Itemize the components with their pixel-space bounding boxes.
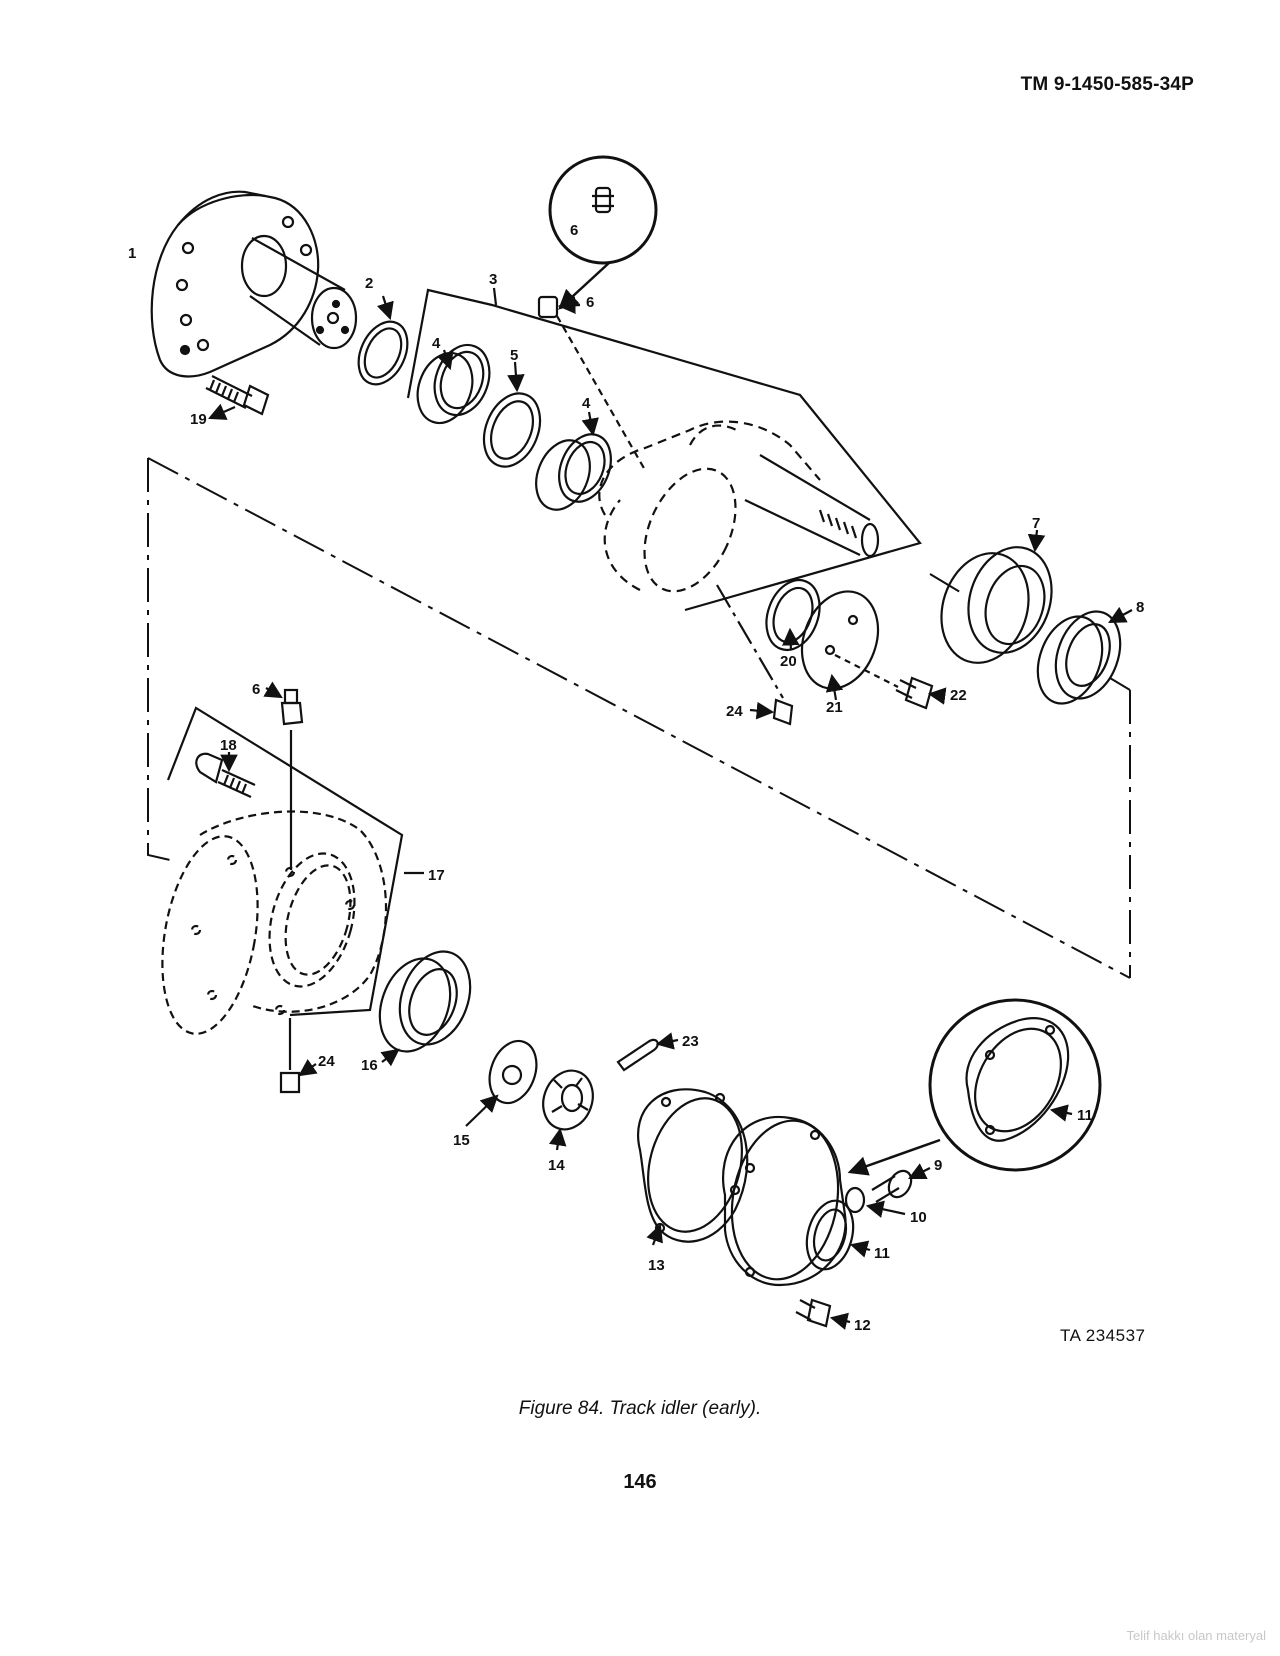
callout-2: 2 (365, 275, 373, 292)
gasket-13 (637, 1088, 749, 1246)
callout-6-upper: 6 (586, 294, 594, 311)
callout-8: 8 (1136, 599, 1144, 616)
callout-16: 16 (361, 1057, 378, 1074)
bushing-4-lower (535, 411, 612, 511)
cotter-pin-23 (616, 1032, 679, 1072)
callout-20: 20 (780, 653, 797, 670)
spindle-shaft (744, 454, 880, 558)
washer-10 (844, 1186, 906, 1218)
callout-3: 3 (489, 271, 497, 288)
grease-fitting-24-upper (716, 584, 794, 726)
hub-cap-11 (722, 1115, 941, 1287)
bolt-18 (195, 752, 256, 799)
washer-15 (465, 1039, 538, 1127)
callout-22: 22 (950, 687, 967, 704)
callout-24-upper: 24 (726, 703, 743, 720)
callout-17: 17 (428, 867, 445, 884)
figure-ta-code: TA 234537 (1060, 1326, 1146, 1345)
hub-cap-11-detail (965, 1017, 1073, 1142)
copyright-watermark: Telif hakkı olan materyal (1126, 1628, 1266, 1643)
bracket-item-17 (166, 706, 404, 1017)
callout-6-lower: 6 (252, 681, 260, 698)
bolt-22 (834, 654, 947, 710)
callout-9: 9 (934, 1157, 942, 1174)
grease-fitting-6-lower (263, 681, 304, 870)
idler-arm-housing (598, 420, 821, 593)
document-number: TM 9-1450-585-34P (1020, 74, 1194, 95)
grease-fitting-6-detail (592, 186, 614, 214)
callout-23: 23 (682, 1033, 699, 1050)
callout-5: 5 (510, 347, 518, 364)
bushing-4-upper (416, 343, 491, 425)
bearing-16 (378, 950, 472, 1067)
seal-ring-2 (357, 320, 409, 386)
callout-11: 11 (874, 1245, 890, 1262)
callout-10: 10 (910, 1209, 927, 1226)
callout-labels: 1 2 3 4 5 4 6 6 7 8 20 21 22 24 6 18 17 … (128, 222, 1144, 1334)
thrust-washer-5 (482, 361, 542, 468)
callout-12: 12 (854, 1317, 871, 1334)
callout-1: 1 (128, 245, 136, 262)
page-number: 146 (623, 1471, 657, 1493)
grease-fitting-24-lower (279, 1018, 318, 1094)
cover-plate-21 (800, 590, 880, 701)
callout-15: 15 (453, 1132, 470, 1149)
callout-7: 7 (1032, 515, 1040, 532)
detail-circle-bottom (928, 998, 1102, 1172)
bolt-12 (795, 1298, 851, 1330)
bracket-item-3 (406, 288, 922, 612)
callout-13: 13 (648, 1257, 665, 1274)
detail-circle-top (548, 155, 658, 265)
callout-18: 18 (220, 737, 237, 754)
callout-11-detail: 11 (1077, 1107, 1093, 1124)
bearing-8 (1036, 606, 1133, 705)
callout-4-upper: 4 (432, 335, 441, 352)
callout-14: 14 (548, 1157, 565, 1174)
seal-7 (940, 529, 1053, 664)
callout-4-lower: 4 (582, 395, 591, 412)
hub-housing (161, 810, 388, 1035)
grease-fitting-6-upper (537, 295, 646, 471)
callout-6-detail: 6 (570, 222, 578, 239)
callout-24-lower: 24 (318, 1053, 335, 1070)
bolt-19 (205, 375, 270, 420)
assembly-center-lines (147, 457, 1131, 979)
callout-21: 21 (826, 699, 843, 716)
castle-nut-14 (542, 1069, 594, 1151)
flange-spindle-part (150, 190, 358, 378)
figure-caption: Figure 84. Track idler (early). (518, 1398, 762, 1419)
screw-9 (871, 1163, 931, 1203)
callout-19: 19 (190, 411, 207, 428)
